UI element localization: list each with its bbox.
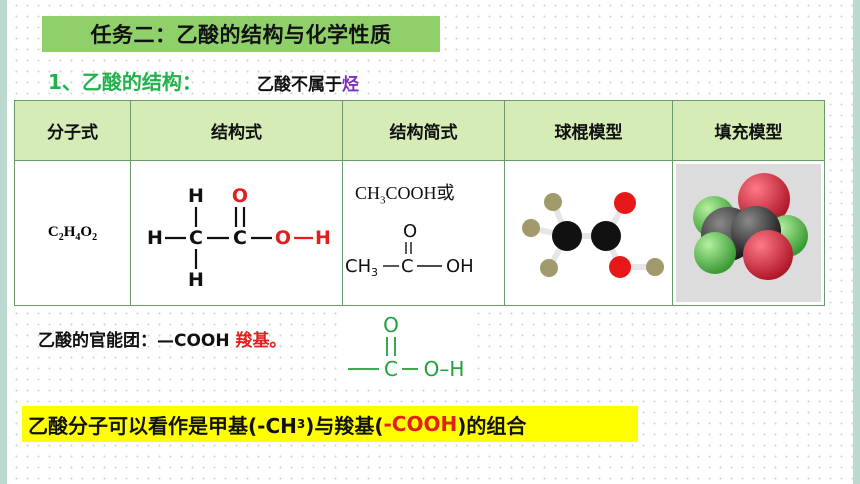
simplified-ch3-sub: 3 — [371, 266, 378, 279]
structure-table: 分子式 结构式 结构简式 球棍模型 填充模型 C2H4O2 H H C H C … — [14, 100, 825, 306]
summary-text-3: )的组合 — [457, 413, 527, 438]
molecular-formula-cell: C2H4O2 — [14, 160, 131, 306]
atom-h-top: H — [188, 185, 204, 207]
simplified-oh: OH — [446, 256, 474, 277]
structural-formula-cell: H H C H C O O H — [130, 160, 343, 306]
header-space-filling-model: 填充模型 — [672, 100, 825, 161]
note-highlight: 烃 — [342, 75, 359, 95]
atom-h-bottom: H — [188, 269, 204, 291]
left-decor-bar — [0, 0, 7, 484]
slide-title-banner: 任务二：乙酸的结构与化学性质 — [42, 16, 440, 52]
carboxyl-group-diagram: O C O–H — [344, 310, 474, 382]
table-header-row: 分子式 结构式 结构简式 球棍模型 填充模型 — [14, 100, 825, 161]
summary-text-2: )与羧基( — [305, 413, 384, 438]
functional-group-name: 羧基。 — [235, 331, 287, 351]
simplified-ch3: CH — [345, 256, 371, 277]
section-note: 乙酸不属于烃 — [257, 70, 359, 95]
atom-c-methyl: C — [189, 227, 203, 249]
atom-o-hydroxyl: O — [274, 227, 290, 249]
summary-sub: 3 — [296, 417, 306, 431]
molecular-formula: C2H4O2 — [47, 223, 98, 243]
structural-formula-diagram: H H C H C O O H — [147, 185, 331, 291]
simplified-c: C — [401, 256, 414, 277]
note-prefix: 乙酸不属于 — [257, 75, 342, 95]
header-simplified-formula: 结构简式 — [342, 100, 505, 161]
atom-o-double: O — [231, 185, 247, 207]
right-decor-bar — [853, 0, 860, 484]
table-content-row: C2H4O2 H H C H C O O H — [14, 160, 825, 306]
header-ball-stick-model: 球棍模型 — [504, 100, 673, 161]
section-heading: 1、乙酸的结构： — [48, 70, 202, 94]
carboxyl-c: C — [384, 357, 398, 381]
summary-red: -COOH — [383, 412, 458, 436]
simplified-formula-text: CH3COOH或 — [355, 183, 455, 207]
atom-c-carboxyl: C — [233, 227, 247, 249]
simplified-formula-cell: CH3COOH或 CH 3 C O OH — [342, 160, 505, 306]
carboxyl-oh: O–H — [424, 357, 465, 381]
ball-stick-cell — [504, 160, 673, 306]
header-molecular-formula: 分子式 — [14, 100, 131, 161]
functional-group-label: 乙酸的官能团：—COOH 羧基。 — [38, 326, 287, 351]
summary-text-1: 乙酸分子可以看作是甲基(-CH — [28, 413, 297, 438]
simplified-o: O — [403, 221, 417, 242]
space-filling-model — [692, 173, 808, 280]
atom-h-left: H — [147, 227, 163, 249]
simplified-formula-diagram: CH 3 C O OH — [345, 221, 474, 279]
atom-h-hydroxyl: H — [315, 227, 331, 249]
ball-stick-model — [521, 192, 664, 278]
functional-group-text: 乙酸的官能团：—COOH — [38, 331, 236, 351]
space-filling-cell — [672, 160, 825, 306]
header-structural-formula: 结构式 — [130, 100, 343, 161]
carboxyl-o-double: O — [383, 313, 399, 337]
